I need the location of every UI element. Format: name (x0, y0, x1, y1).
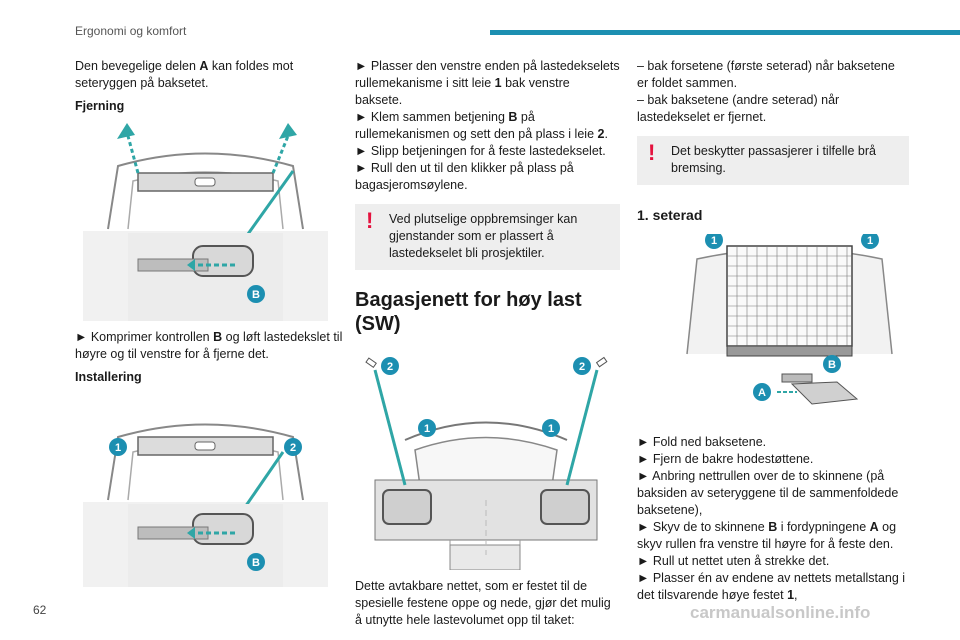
callout-1-net-left: 1 (711, 235, 717, 247)
net-step-2: ► Fjern de bakre hodestøttene. (637, 452, 814, 466)
list-item-2: – bak baksetene (andre seterad) når last… (637, 93, 840, 124)
net-step-5: ► Rull ut nettet uten å strekke det. (637, 554, 830, 568)
column-3: – bak forsetene (første seterad) når bak… (637, 58, 909, 604)
step-1: ► Plasser den venstre enden på lastedeks… (355, 59, 620, 107)
net-step-1: ► Fold ned baksetene. (637, 435, 767, 449)
cargo-net-illustration: 2 2 1 1 (355, 350, 617, 570)
net-install-illustration: 1 1 A B (682, 234, 897, 416)
section-title: Ergonomi og komfort (75, 24, 187, 38)
callout-b-net: B (828, 359, 836, 371)
removal-heading: Fjerning (75, 99, 125, 113)
net-step-3: ► Anbring nettrullen over de to skinnene… (637, 469, 899, 517)
column-1: Den bevegelige delen A kan foldes mot se… (75, 58, 345, 587)
warning-icon: ! (648, 140, 656, 165)
net-step-4: ► Skyv de to skinnene B i fordypningene … (637, 520, 897, 551)
intro-paragraph: Den bevegelige delen A kan foldes mot se… (75, 59, 294, 90)
removal-illustration: B (83, 121, 328, 321)
step-3: ► Slipp betjeningen for å feste lastedek… (355, 144, 606, 158)
section-title-cargo-net: Bagasjenett for høy last (SW) (355, 289, 582, 335)
page-number: 62 (33, 603, 47, 617)
warning-text-3: Det beskytter passasjerer i tilfelle brå… (671, 144, 876, 175)
net-step-6: ► Plasser én av endene av nettets metall… (637, 571, 906, 602)
callout-1-net-right: 1 (867, 235, 873, 247)
step-2: ► Klem sammen betjening B på rullemekani… (355, 110, 608, 141)
callout-1: 1 (115, 442, 121, 454)
callout-2-right: 2 (579, 361, 585, 373)
warning-text: Ved plutselige oppbremsinger kan gjensta… (389, 212, 578, 260)
list-item-1: – bak forsetene (første seterad) når bak… (637, 59, 895, 90)
watermark: carmanualsonline.info (690, 603, 871, 622)
header-accent-bar (490, 30, 960, 35)
warning-box: ! Ved plutselige oppbremsinger kan gjens… (355, 204, 620, 270)
callout-a: A (758, 387, 766, 399)
row-heading: 1. seterad (637, 207, 703, 223)
install-illustration: 1 2 B (83, 392, 328, 587)
callout-2: 2 (290, 442, 296, 454)
callout-b: B (252, 289, 260, 301)
cargo-net-body: Dette avtakbare nettet, som er festet ti… (355, 579, 611, 627)
install-heading: Installering (75, 370, 142, 384)
callout-2-left: 2 (387, 361, 393, 373)
callout-1-left: 1 (424, 423, 430, 435)
callout-1-right: 1 (548, 423, 554, 435)
callout-b-install: B (252, 557, 260, 569)
warning-icon: ! (366, 208, 374, 233)
column-2: ► Plasser den venstre enden på lastedeks… (355, 58, 620, 635)
removal-step: ► Komprimer kontrollen B og løft lastede… (75, 330, 343, 361)
warning-box-3: ! Det beskytter passasjerer i tilfelle b… (637, 136, 909, 185)
step-4: ► Rull den ut til den klikker på plass p… (355, 161, 574, 192)
